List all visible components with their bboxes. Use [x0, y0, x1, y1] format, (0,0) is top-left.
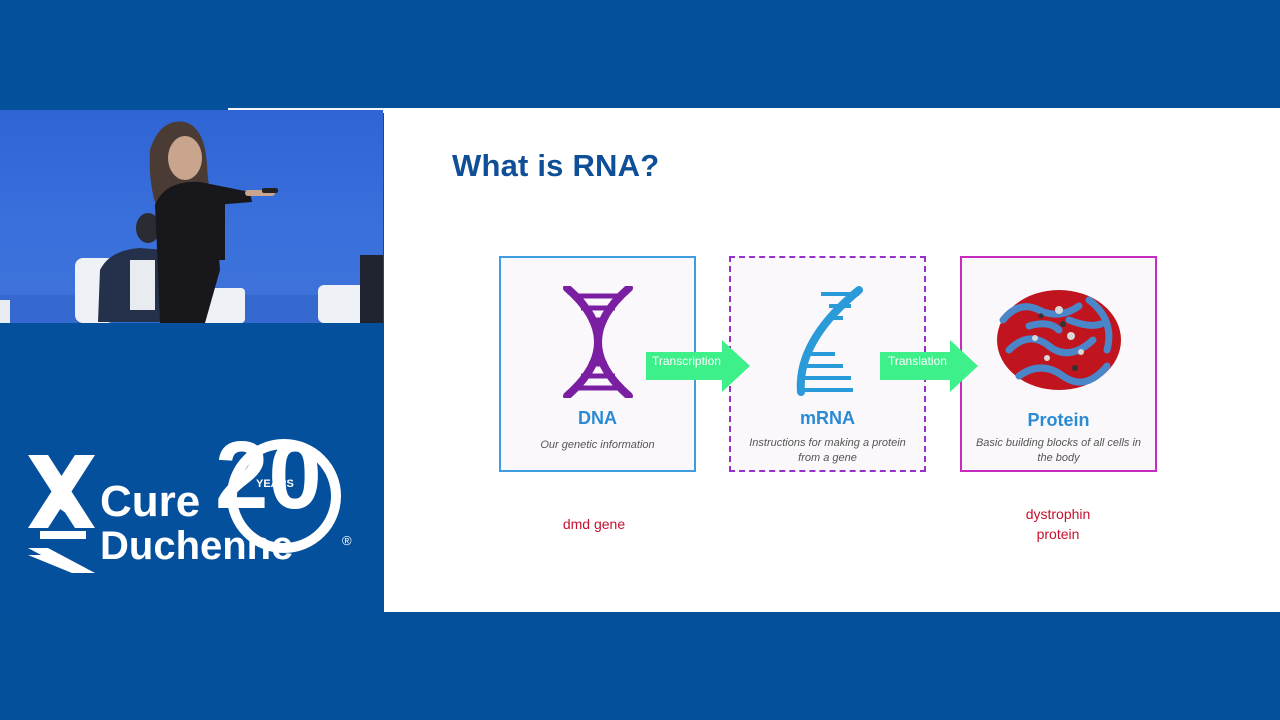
- dna-helix-icon: [562, 286, 633, 398]
- translation-label: Translation: [888, 354, 947, 368]
- top-frame-band: [0, 0, 1280, 108]
- protein-card-description: Basic building blocks of all cells in th…: [975, 437, 1142, 464]
- logo-panel: YEARS 20 Cure Duchenne ®: [0, 323, 384, 612]
- arrow-right-icon: [880, 340, 978, 392]
- mrna-strand-icon: [796, 286, 863, 396]
- translation-arrow: Translation: [880, 340, 978, 392]
- dna-card-title: DNA: [578, 408, 617, 428]
- dmd-gene-note: dmd gene: [562, 516, 626, 532]
- mrna-card-title: mRNA: [799, 408, 855, 428]
- stage-scene-illustration: [0, 121, 383, 323]
- mrna-card: mRNA Instructions for making a protein f…: [729, 256, 926, 472]
- brand-line-2: Duchenne: [100, 524, 293, 568]
- dystrophin-note: dystrophin protein: [998, 504, 1118, 544]
- protein-structure-icon: [996, 290, 1121, 390]
- mrna-card-description: Instructions for making a protein from a…: [749, 437, 906, 464]
- brand-line-1: Cure: [100, 477, 200, 526]
- protein-card: Protein Basic building blocks of all cel…: [960, 256, 1157, 472]
- dna-card-description: Our genetic information: [540, 439, 655, 451]
- presentation-slide: What is RNA? DNA Our genetic information: [384, 108, 1280, 612]
- bottom-frame-band: [0, 612, 1280, 720]
- transcription-label: Transcription: [652, 354, 721, 368]
- speaker-video-feed: [0, 110, 383, 323]
- dystrophin-note-line-1: dystrophin: [1025, 506, 1091, 522]
- transcription-arrow: Transcription: [646, 340, 750, 392]
- slide-title: What is RNA?: [452, 148, 660, 183]
- dystrophin-note-line-2: protein: [1036, 526, 1080, 542]
- cure-duchenne-logo: YEARS 20 Cure Duchenne ®: [28, 422, 352, 573]
- anniversary-word: YEARS: [256, 478, 294, 490]
- protein-card-title: Protein: [1027, 410, 1090, 430]
- registered-mark: ®: [342, 533, 352, 548]
- anniversary-number: 20: [215, 422, 322, 529]
- arrow-right-icon: [646, 340, 750, 392]
- anniversary-ring: [227, 439, 341, 553]
- helix-x-icon: [28, 455, 95, 573]
